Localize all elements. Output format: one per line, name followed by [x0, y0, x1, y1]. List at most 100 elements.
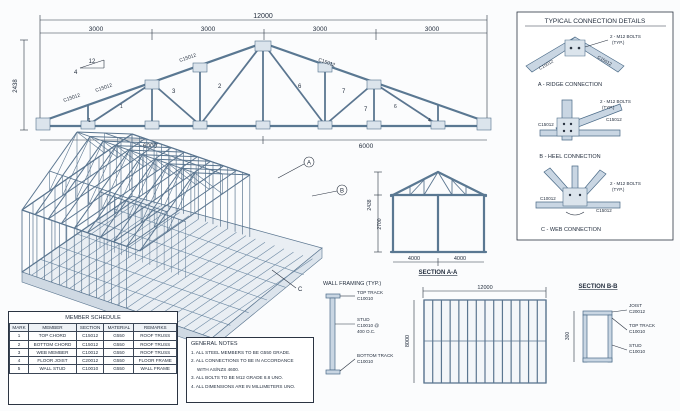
web-caption: C - WEB CONNECTION	[541, 227, 601, 233]
web-connection-detail: C10012 C15012 2 - M12 BOLTS (TYP.) C - W…	[535, 165, 641, 233]
callout-b-label: B	[340, 189, 344, 195]
schedule-cell: WEB MEMBER	[28, 347, 77, 358]
schedule-header: MEMBER	[28, 322, 77, 333]
web-bolts: 2 - M12 BOLTS	[610, 181, 641, 186]
schedule-cell: G550	[103, 364, 135, 374]
bottom-track-label: BOTTOM TRACK	[357, 353, 394, 358]
aa-width-right: 4000	[454, 256, 466, 262]
note-line: 1. ALL STEEL MEMBERS TO BE G550 GRADE.	[191, 350, 291, 355]
half-dim-right: 6000	[359, 143, 374, 150]
aa-height-total: 2438	[367, 199, 373, 210]
heel-caption: B - HEEL CONNECTION	[539, 154, 600, 160]
web-typ: (TYP.)	[612, 187, 625, 192]
schedule-cell: ROOF TRUSS	[133, 331, 177, 341]
web-number: 1	[88, 118, 91, 124]
note-line: WITH AS/NZS 4600.	[197, 366, 240, 372]
web-number: 3	[172, 89, 176, 95]
bb-top-track-code: C10010	[629, 329, 646, 334]
member-schedule-title: MEMBER SCHEDULE	[65, 315, 121, 321]
stud-label: STUD	[357, 317, 370, 322]
member-tag-2: C15012	[179, 52, 198, 63]
schedule-cell: C15012	[75, 331, 105, 341]
heel-bolts: 2 - M12 BOLTS	[600, 99, 631, 104]
schedule-cell: WALL FRAME	[133, 364, 177, 374]
bay-dim-3: 3000	[313, 26, 328, 33]
web-number: 7	[342, 89, 346, 95]
table-row: 2 BOTTOM CHORD C15012 G550 ROOF TRUSS	[8, 339, 177, 349]
web-tag-left: C10012	[540, 196, 556, 201]
bb-joist-code: C20012	[629, 309, 646, 314]
ridge-bolts: 2 - M12 BOLTS	[610, 34, 641, 39]
heel-connection-detail: C15012 C15012 2 - M12 BOLTS (TYP.) B - H…	[538, 99, 631, 160]
wall-elevation: 12000 8000	[405, 285, 547, 384]
web-number: 7	[364, 107, 368, 113]
table-row: 4 FLOOR JOIST C20012 G550 FLOOR FRAME	[8, 356, 177, 366]
connection-details-title: TYPICAL CONNECTION DETAILS	[545, 18, 646, 25]
schedule-cell: C10010	[75, 364, 105, 374]
schedule-header: REMARKS	[133, 322, 177, 333]
member-tag-4: C15012	[63, 92, 82, 103]
web-number: 6	[298, 84, 302, 90]
wall-framing-title: WALL FRAMING (TYP.)	[323, 281, 381, 287]
member-tag-1: C15012	[95, 82, 114, 93]
web-number: 6	[394, 104, 397, 110]
bay-dim-4: 3000	[425, 26, 440, 33]
bb-joist-label: JOIST	[629, 303, 642, 308]
schedule-cell: 2	[8, 339, 30, 349]
pitch-run: 12	[89, 59, 96, 65]
bay-dim-2: 3000	[201, 26, 216, 33]
truss-elevation: 12000 3000 3000 3000 3000 2438 12 4	[13, 13, 492, 150]
bb-height: 300	[565, 332, 571, 341]
note-line: 3. ALL BOLTS TO BE M12 GRADE 8.8 UNO.	[191, 375, 283, 381]
heel-typ: (TYP.)	[602, 105, 615, 110]
schedule-cell: 3	[8, 347, 30, 358]
heel-tag-right: C15012	[606, 117, 622, 122]
note-line: 2. ALL CONNECTIONS TO BE IN ACCORDANCE	[191, 358, 294, 364]
schedule-cell: C20012	[75, 356, 105, 366]
bb-stud-code: C10010	[629, 349, 646, 354]
isometric-frame-view: A B C	[21, 131, 348, 349]
member-tag-3: C15012	[317, 57, 336, 68]
callout-c-label: C	[298, 287, 303, 293]
section-aa-title: SECTION A-A	[419, 270, 458, 276]
callout-a-label: A	[307, 161, 311, 167]
schedule-cell: 5	[8, 364, 30, 374]
pitch-rise: 4	[74, 70, 78, 76]
top-track-label: TOP TRACK	[357, 290, 384, 295]
schedule-cell: G550	[103, 331, 135, 341]
ridge-caption: A - RIDGE CONNECTION	[538, 82, 602, 88]
section-aa: 2438 2700 4000 4000 SECTION A-A	[367, 170, 488, 276]
table-row: 1 TOP CHORD C15012 G550 ROOF TRUSS	[8, 331, 177, 341]
overall-span-label: 12000	[253, 13, 273, 20]
schedule-cell: WALL STUD	[28, 364, 77, 374]
member-schedule-table: MARK MEMBER SECTION MATERIAL REMARKS 1 T…	[8, 322, 177, 374]
heel-tag-left: C15012	[538, 122, 554, 127]
wall-framing-typ: WALL FRAMING (TYP.) TOP TRACK C10010 STU…	[323, 281, 394, 375]
stud-code: C10010 @	[357, 323, 379, 328]
stud-spacing: 400 O.C.	[357, 329, 375, 334]
callout-b	[336, 184, 348, 196]
web-number: 1	[120, 104, 123, 110]
schedule-cell: BOTTOM CHORD	[28, 339, 77, 349]
schedule-cell: G550	[103, 339, 135, 349]
table-row: 5 WALL STUD C10010 G550 WALL FRAME	[8, 364, 177, 374]
bottom-track-code: C10010	[357, 359, 374, 364]
top-track-code: C10010	[357, 296, 374, 301]
bay-dim-1: 3000	[89, 26, 104, 33]
bb-top-track-label: TOP TRACK	[629, 323, 656, 328]
web-number: 4	[428, 118, 431, 124]
table-row: 3 WEB MEMBER C10012 G550 ROOF TRUSS	[8, 347, 177, 358]
schedule-header: MATERIAL	[103, 322, 135, 333]
ridge-typ: (TYP.)	[612, 40, 625, 45]
web-tag-right: C15012	[596, 208, 612, 213]
wall-elev-width: 12000	[477, 285, 492, 291]
schedule-header: SECTION	[75, 322, 105, 333]
schedule-cell: 1	[8, 331, 30, 341]
bb-stud-label: STUD	[629, 343, 642, 348]
section-bb: SECTION B-B 300 JOIST C20012 TOP TRACK C…	[565, 284, 656, 363]
truss-height-dim: 2438	[13, 79, 19, 93]
schedule-cell: ROOF TRUSS	[133, 347, 177, 358]
schedule-cell: C15012	[75, 339, 105, 349]
